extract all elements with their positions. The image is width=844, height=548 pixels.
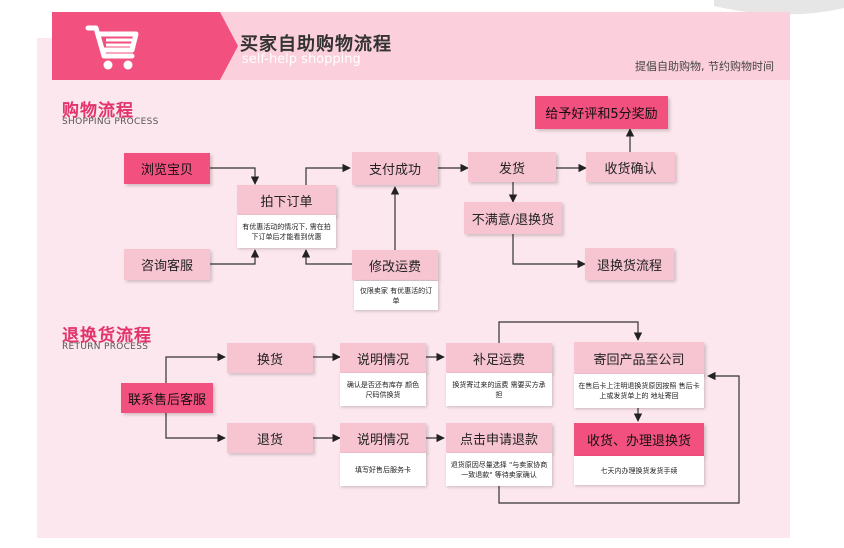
corner-decoration bbox=[714, 0, 844, 15]
confirm-receipt-box: 收货确认 bbox=[586, 152, 675, 182]
good-review-box: 给予好评和5分奖励 bbox=[535, 96, 668, 129]
refund-box: 退货 bbox=[227, 423, 313, 453]
header-title: 买家自助购物流程 bbox=[240, 34, 392, 55]
contact-aftersales-box: 联系售后客服 bbox=[121, 383, 213, 413]
place-order-box: 拍下订单 bbox=[237, 185, 336, 216]
send-back-box: 寄回产品至公司 bbox=[574, 342, 704, 375]
return-section-title: 退换货流程 bbox=[62, 326, 152, 346]
shopping-cart-icon bbox=[85, 25, 139, 70]
explain-exchange-box: 说明情况 bbox=[340, 343, 426, 373]
apply-refund-box: 点击申请退款 bbox=[446, 423, 552, 453]
shopping-section-subtitle: SHOPPING PROCESS bbox=[62, 117, 159, 127]
browse-items-box: 浏览宝贝 bbox=[124, 153, 210, 184]
send-back-note: 在售后卡上注明退换货原因按照 售后卡上或发货单上的 地址寄回 bbox=[574, 374, 704, 408]
shopping-section-title: 购物流程 bbox=[62, 101, 134, 121]
ship-box: 发货 bbox=[468, 152, 556, 182]
explain-refund-note: 填写好售后服务卡 bbox=[340, 453, 426, 486]
explain-exchange-note: 确认是否还有库存 颜色尺码供换货 bbox=[340, 373, 426, 406]
modify-shipping-note: 仅限卖家 有优惠活的订单 bbox=[354, 281, 438, 310]
payment-success-box: 支付成功 bbox=[352, 152, 438, 185]
exchange-box: 换货 bbox=[227, 343, 313, 373]
return-section-subtitle: RETURN PROCESS bbox=[62, 342, 149, 352]
complete-return-box: 收货、办理退换货 bbox=[574, 423, 704, 456]
header-slogan: 提倡自助购物, 节约购物时间 bbox=[635, 60, 774, 73]
pay-shipping-box: 补足运费 bbox=[446, 343, 552, 373]
complete-return-note: 七天内办理换货发货手续 bbox=[574, 456, 704, 485]
modify-shipping-box: 修改运费 bbox=[352, 250, 438, 280]
pay-shipping-note: 换货寄过来的运费 需要买方承担 bbox=[446, 373, 552, 406]
place-order-note: 有优惠活动的情况下, 需在拍下订单后才能看到优惠 bbox=[237, 215, 336, 248]
header-subtitle: self-help shopping bbox=[242, 52, 361, 67]
explain-refund-box: 说明情况 bbox=[340, 423, 426, 453]
unsatisfied-return-box: 不满意/退换货 bbox=[464, 202, 562, 234]
apply-refund-note: 退货原因尽量选择 "与卖家协商一致退款" 等待卖家确认 bbox=[446, 453, 552, 486]
consult-service-box: 咨询客服 bbox=[124, 249, 210, 280]
return-process-box: 退换货流程 bbox=[585, 248, 674, 280]
